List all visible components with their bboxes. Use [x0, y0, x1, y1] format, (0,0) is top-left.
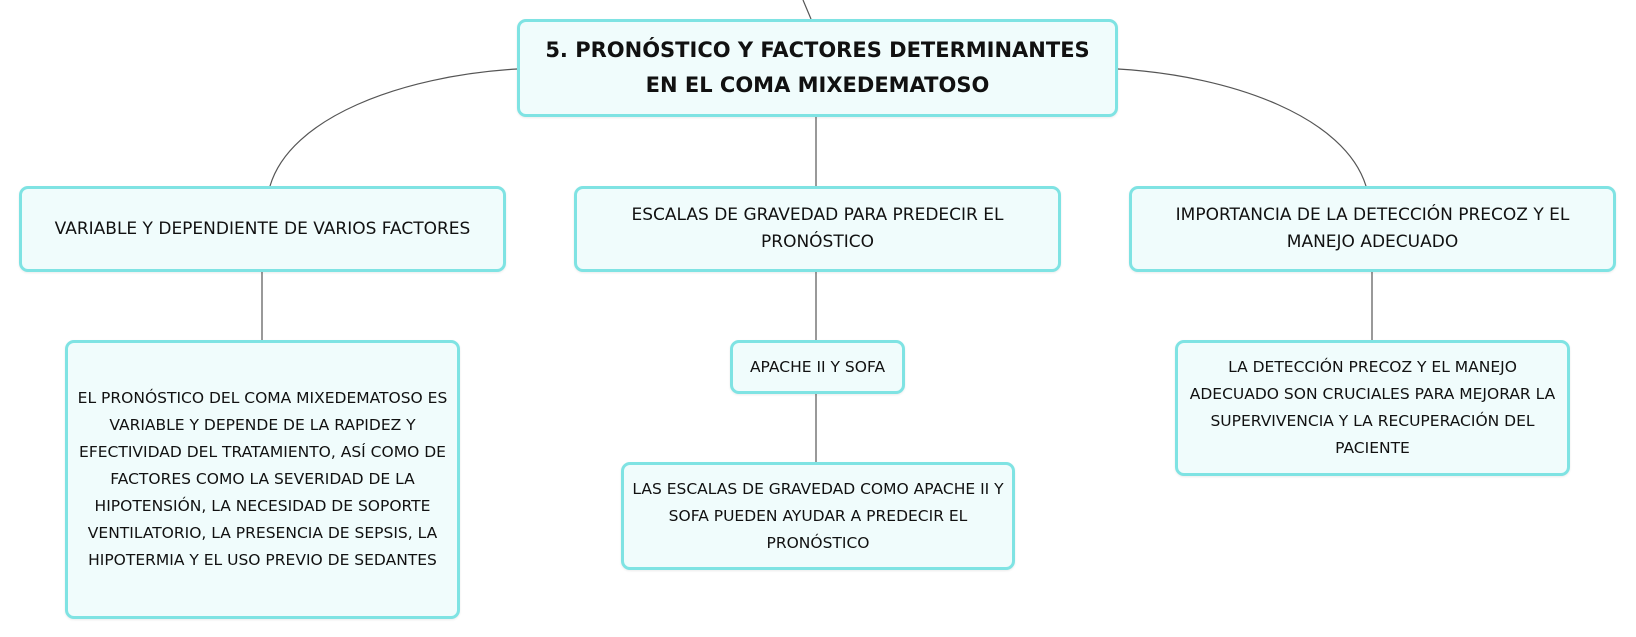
- connector-incoming: [802, 0, 812, 20]
- leaf-escalas-apache-sofa[interactable]: LAS ESCALAS DE GRAVEDAD COMO APACHE II Y…: [621, 462, 1015, 570]
- root-topic[interactable]: 5. PRONÓSTICO Y FACTORES DETERMINANTES E…: [517, 19, 1118, 117]
- leaf-pronostico-variable-label: EL PRONÓSTICO DEL COMA MIXEDEMATOSO ES V…: [77, 389, 448, 569]
- branch-escalas-gravedad[interactable]: ESCALAS DE GRAVEDAD PARA PREDECIR EL PRO…: [574, 186, 1061, 272]
- leaf-escalas-apache-sofa-label: LAS ESCALAS DE GRAVEDAD COMO APACHE II Y…: [632, 479, 1004, 552]
- subtopic-apache-sofa[interactable]: APACHE II Y SOFA: [730, 340, 905, 394]
- subtopic-apache-sofa-label: APACHE II Y SOFA: [749, 357, 886, 376]
- branch-deteccion-precoz[interactable]: IMPORTANCIA DE LA DETECCIÓN PRECOZ Y EL …: [1129, 186, 1616, 272]
- root-topic-label: 5. PRONÓSTICO Y FACTORES DETERMINANTES E…: [545, 38, 1090, 97]
- leaf-deteccion-precoz[interactable]: LA DETECCIÓN PRECOZ Y EL MANEJO ADECUADO…: [1175, 340, 1570, 476]
- branch-variable-factores[interactable]: VARIABLE Y DEPENDIENTE DE VARIOS FACTORE…: [19, 186, 506, 272]
- connector-root-to-right: [1117, 68, 1367, 187]
- connector-root-to-left: [269, 68, 518, 187]
- branch-deteccion-precoz-label: IMPORTANCIA DE LA DETECCIÓN PRECOZ Y EL …: [1175, 205, 1570, 252]
- leaf-pronostico-variable[interactable]: EL PRONÓSTICO DEL COMA MIXEDEMATOSO ES V…: [65, 340, 460, 619]
- leaf-deteccion-precoz-label: LA DETECCIÓN PRECOZ Y EL MANEJO ADECUADO…: [1189, 358, 1556, 457]
- branch-variable-factores-label: VARIABLE Y DEPENDIENTE DE VARIOS FACTORE…: [54, 218, 471, 239]
- branch-escalas-gravedad-label: ESCALAS DE GRAVEDAD PARA PREDECIR EL PRO…: [631, 205, 1004, 252]
